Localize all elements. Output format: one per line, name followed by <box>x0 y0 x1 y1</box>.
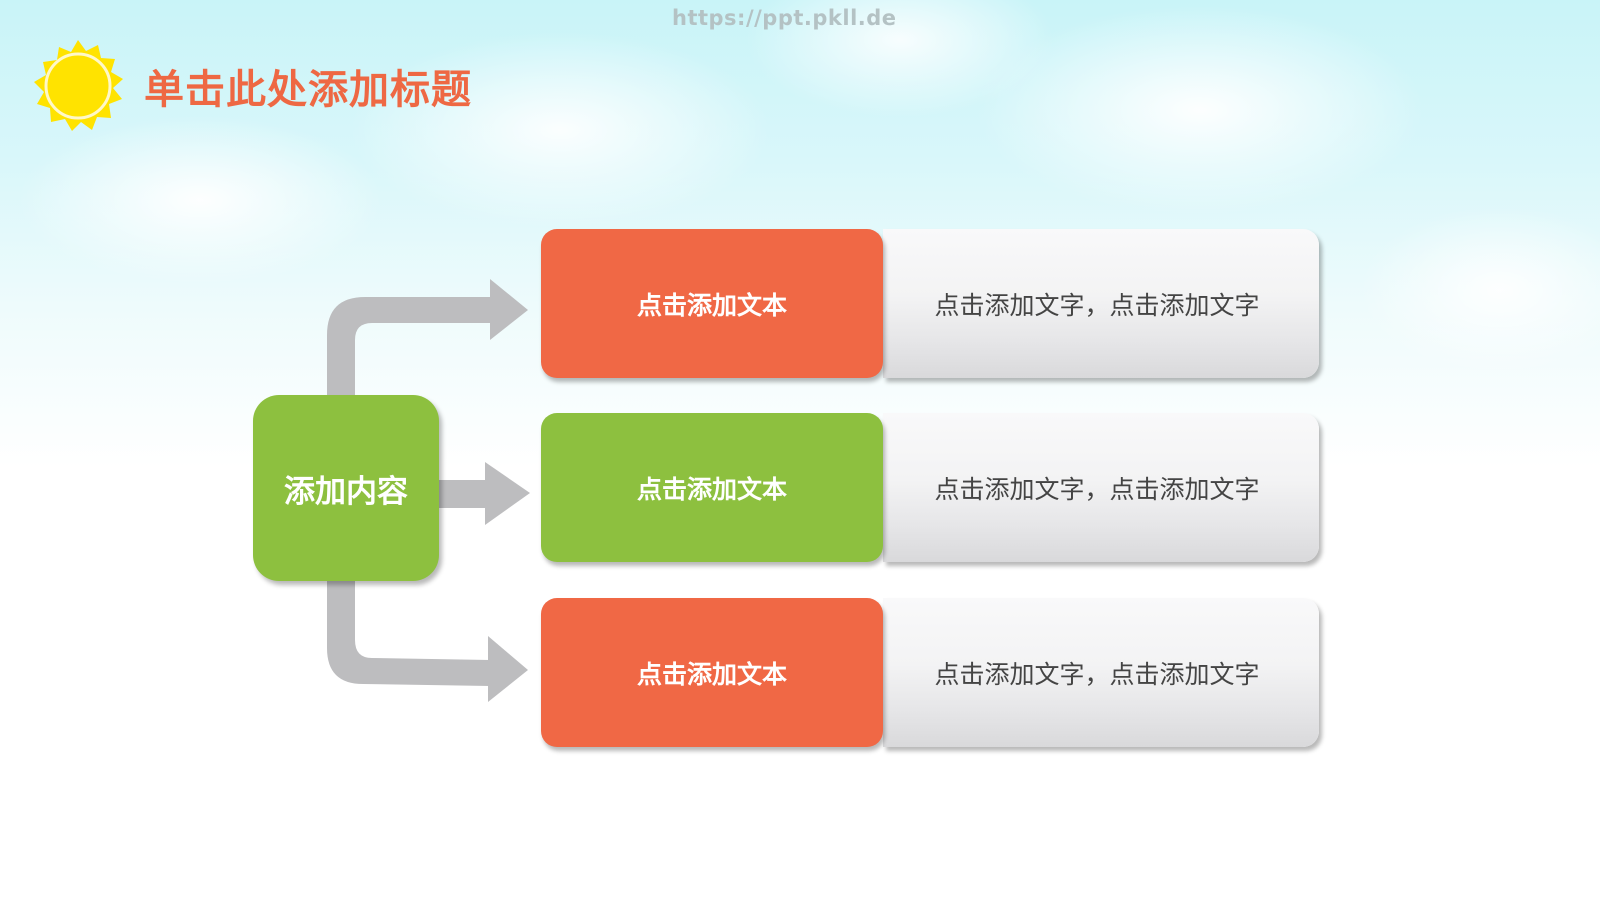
row-1-text: 点击添加文字，点击添加文字 <box>934 290 1260 320</box>
sun-icon <box>34 40 123 131</box>
row-2-label-box[interactable]: 点击添加文本 <box>541 413 883 562</box>
row-3-label: 点击添加文本 <box>636 659 787 689</box>
arrow-right-icon <box>436 462 530 525</box>
row-2-desc-box[interactable]: 点击添加文字，点击添加文字 <box>883 413 1319 562</box>
arrow-down-right-icon <box>327 578 528 702</box>
row-1-label-box[interactable]: 点击添加文本 <box>541 229 883 378</box>
row-1-desc-box[interactable]: 点击添加文字，点击添加文字 <box>883 229 1319 378</box>
row-3-text: 点击添加文字，点击添加文字 <box>934 659 1260 689</box>
row-3-label-box[interactable]: 点击添加文本 <box>541 598 883 747</box>
watermark-url: https://ppt.pkll.de <box>672 6 897 30</box>
row-1-label: 点击添加文本 <box>636 290 787 320</box>
page-title: 单击此处添加标题 <box>144 67 472 113</box>
row-1: 点击添加文本 点击添加文字，点击添加文字 <box>541 229 1319 378</box>
center-node[interactable]: 添加内容 <box>253 395 439 581</box>
row-2-label: 点击添加文本 <box>636 474 787 504</box>
row-2: 点击添加文本 点击添加文字，点击添加文字 <box>541 413 1319 562</box>
row-2-text: 点击添加文字，点击添加文字 <box>934 474 1260 504</box>
row-3: 点击添加文本 点击添加文字，点击添加文字 <box>541 598 1319 747</box>
arrow-up-right-icon <box>327 279 528 400</box>
center-node-label: 添加内容 <box>284 473 408 510</box>
row-3-desc-box[interactable]: 点击添加文字，点击添加文字 <box>883 598 1319 747</box>
